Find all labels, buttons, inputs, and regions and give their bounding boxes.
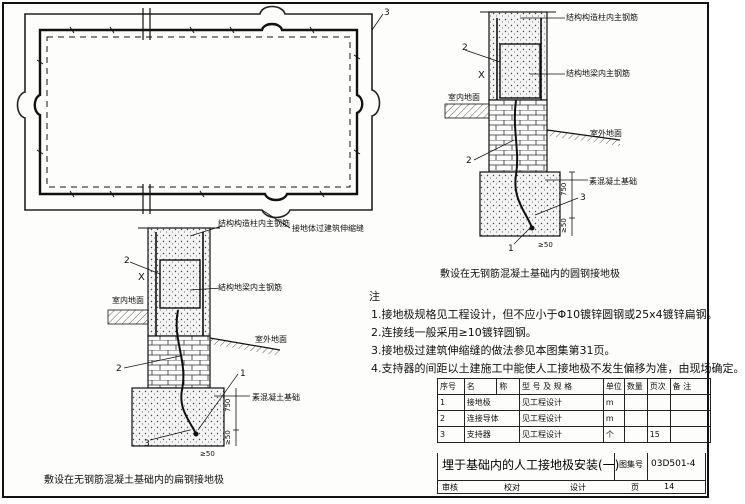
section-round-steel: 750 ≥50 ≥50 结构构造柱内主钢筋 结构地梁内主钢筋 室内地面 室外地面… [444,11,638,254]
check-label: 校对 [504,483,520,492]
page-border [2,2,709,498]
label-1-left: 1 [240,369,246,379]
note-1: 1.接地极规格见工程设计，但不应小于Φ10镀锌圆钢或25x4镀锌扁钢。 [371,308,718,321]
note-2: 2.连接线一般采用≥10镀锌圆钢。 [371,326,537,339]
section-flat-steel: 750 ≥50 ≥50 结构构造柱内主钢筋 结构地梁内主钢筋 室内地面 室外地面… [107,218,300,458]
page-label: 页 [631,483,639,492]
page-number: 14 [664,482,675,491]
dim-50b-right: ≥50 [538,241,553,249]
indoor-floor-left: 室内地面 [112,295,144,305]
notes: 注 1.接地极规格见工程设计，但不应小于Φ10镀锌圆钢或25x4镀锌扁钢。 2.… [369,288,745,378]
label-2-left-a: 2 [124,256,130,266]
tie-mark-left: X [138,272,145,283]
beam-main-bar-right: 结构地梁内主钢筋 [566,68,630,78]
drawing-title: 埋于基础内的人工接地极安装(一) [442,458,620,472]
note-4: 4.支持器的间距以土建施工中能使人工接地极不发生偏移为准，由现场确定。 [371,362,745,375]
label-2-right-a: 2 [462,43,468,53]
caption-right: 敷设在无钢筋混凝土基础内的圆钢接地极 [440,267,620,280]
signature-row: 审核 校对 设计 页 14 [438,480,705,494]
label-3-left: 3 [144,439,150,449]
dim-750-left: 750 [224,399,232,412]
outdoor-ground-right: 室外地面 [590,128,622,138]
footing-left: 素混凝土基础 [252,392,300,402]
label-3-top: 3 [384,8,390,18]
notes-heading: 注 [369,290,380,303]
dim-50-right: ≥50 [560,218,568,233]
beam-main-bar-left: 结构地梁内主钢筋 [218,282,282,292]
label-2-left-b: 2 [116,364,122,374]
design-label: 设计 [570,483,586,492]
col-main-bar-right: 结构构造柱内主钢筋 [566,12,638,22]
review-label: 审核 [442,483,458,492]
dim-50b-left: ≥50 [200,450,215,458]
table-header-row: 序号 名 称 型 号 及 规 格 单位 数量 页次 备 注 [437,378,712,395]
atlas-number: 03D501-4 [651,459,696,469]
plan-view-ring: 3 接地体过建筑伸缩缝 [16,5,390,233]
outdoor-ground-left: 室外地面 [255,334,287,344]
title-block: 埋于基础内的人工接地极安装(一) 图集号 03D501-4 审核 校对 设计 页… [437,453,706,494]
label-2-right-b: 2 [466,156,472,166]
construction-drawing: 3 接地体过建筑伸缩缝 750 ≥50 ≥50 [2,2,709,498]
atlas-label: 图集号 [619,460,643,469]
col-main-bar-left: 结构构造柱内主钢筋 [218,218,290,228]
caption-left: 敷设在无钢筋混凝土基础内的扁钢接地极 [44,473,224,486]
indoor-floor-right: 室内地面 [448,92,480,102]
dim-50-left: ≥50 [224,430,232,445]
tie-mark-right: X [478,70,485,81]
label-3-right: 3 [580,193,586,203]
note-3: 3.接地极过建筑伸缩缝的做法参见本图集第31页。 [371,344,616,357]
label-1-right: 1 [508,244,514,254]
footing-right: 素混凝土基础 [589,176,637,186]
expansion-joint-label: 接地体过建筑伸缩缝 [292,223,364,233]
dim-750-right: 750 [560,183,568,196]
